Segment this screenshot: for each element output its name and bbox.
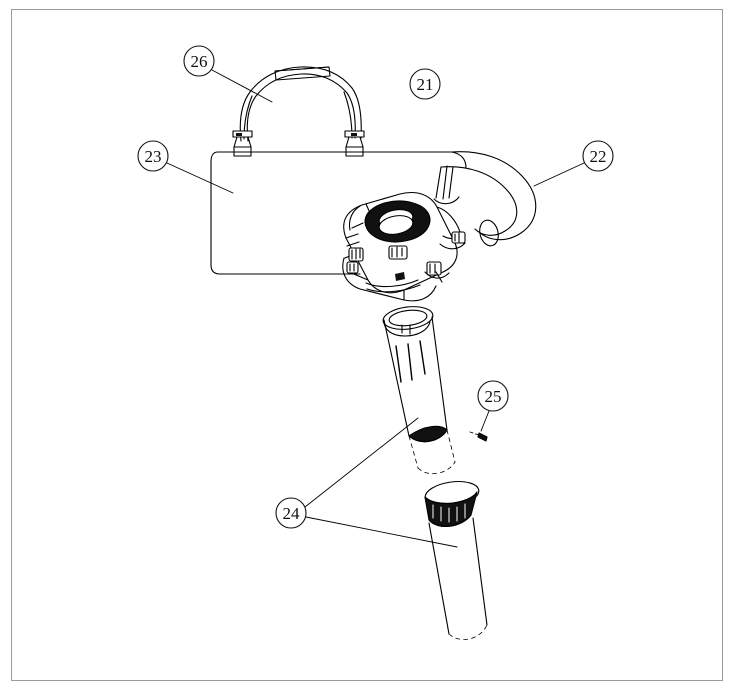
diagram-border-frame — [11, 9, 723, 681]
